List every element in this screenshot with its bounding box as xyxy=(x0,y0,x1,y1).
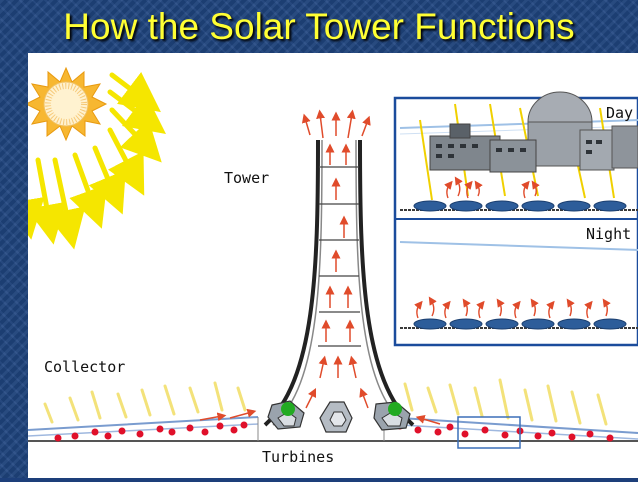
solar-tower-diagram: Tower Collector Turbines xyxy=(4,66,638,466)
slide-title: How the Solar Tower Functions xyxy=(63,6,575,47)
warm-air-dots xyxy=(54,421,614,442)
collector-detail-marker xyxy=(457,416,521,449)
inset-night xyxy=(399,241,638,330)
power-plant-icon xyxy=(429,91,638,173)
turbine-left-icon xyxy=(267,400,305,430)
turbines xyxy=(267,400,411,433)
turbine-right-icon xyxy=(373,401,411,431)
diagram-panel: Tower Collector Turbines xyxy=(4,53,638,478)
inset-day-night: Day Night xyxy=(393,91,638,347)
night-label: Night xyxy=(586,225,631,243)
tower xyxy=(263,139,415,427)
turbines-label: Turbines xyxy=(262,448,334,466)
collector-rays xyxy=(43,378,608,426)
turbine-center-icon xyxy=(319,401,353,433)
rising-air-arrows xyxy=(199,109,441,425)
inset-day xyxy=(399,91,638,212)
sun-icon xyxy=(24,66,108,142)
collector-label: Collector xyxy=(44,358,125,376)
sun-rays xyxy=(4,71,166,250)
day-label: Day xyxy=(606,104,633,122)
tower-label: Tower xyxy=(224,169,269,187)
